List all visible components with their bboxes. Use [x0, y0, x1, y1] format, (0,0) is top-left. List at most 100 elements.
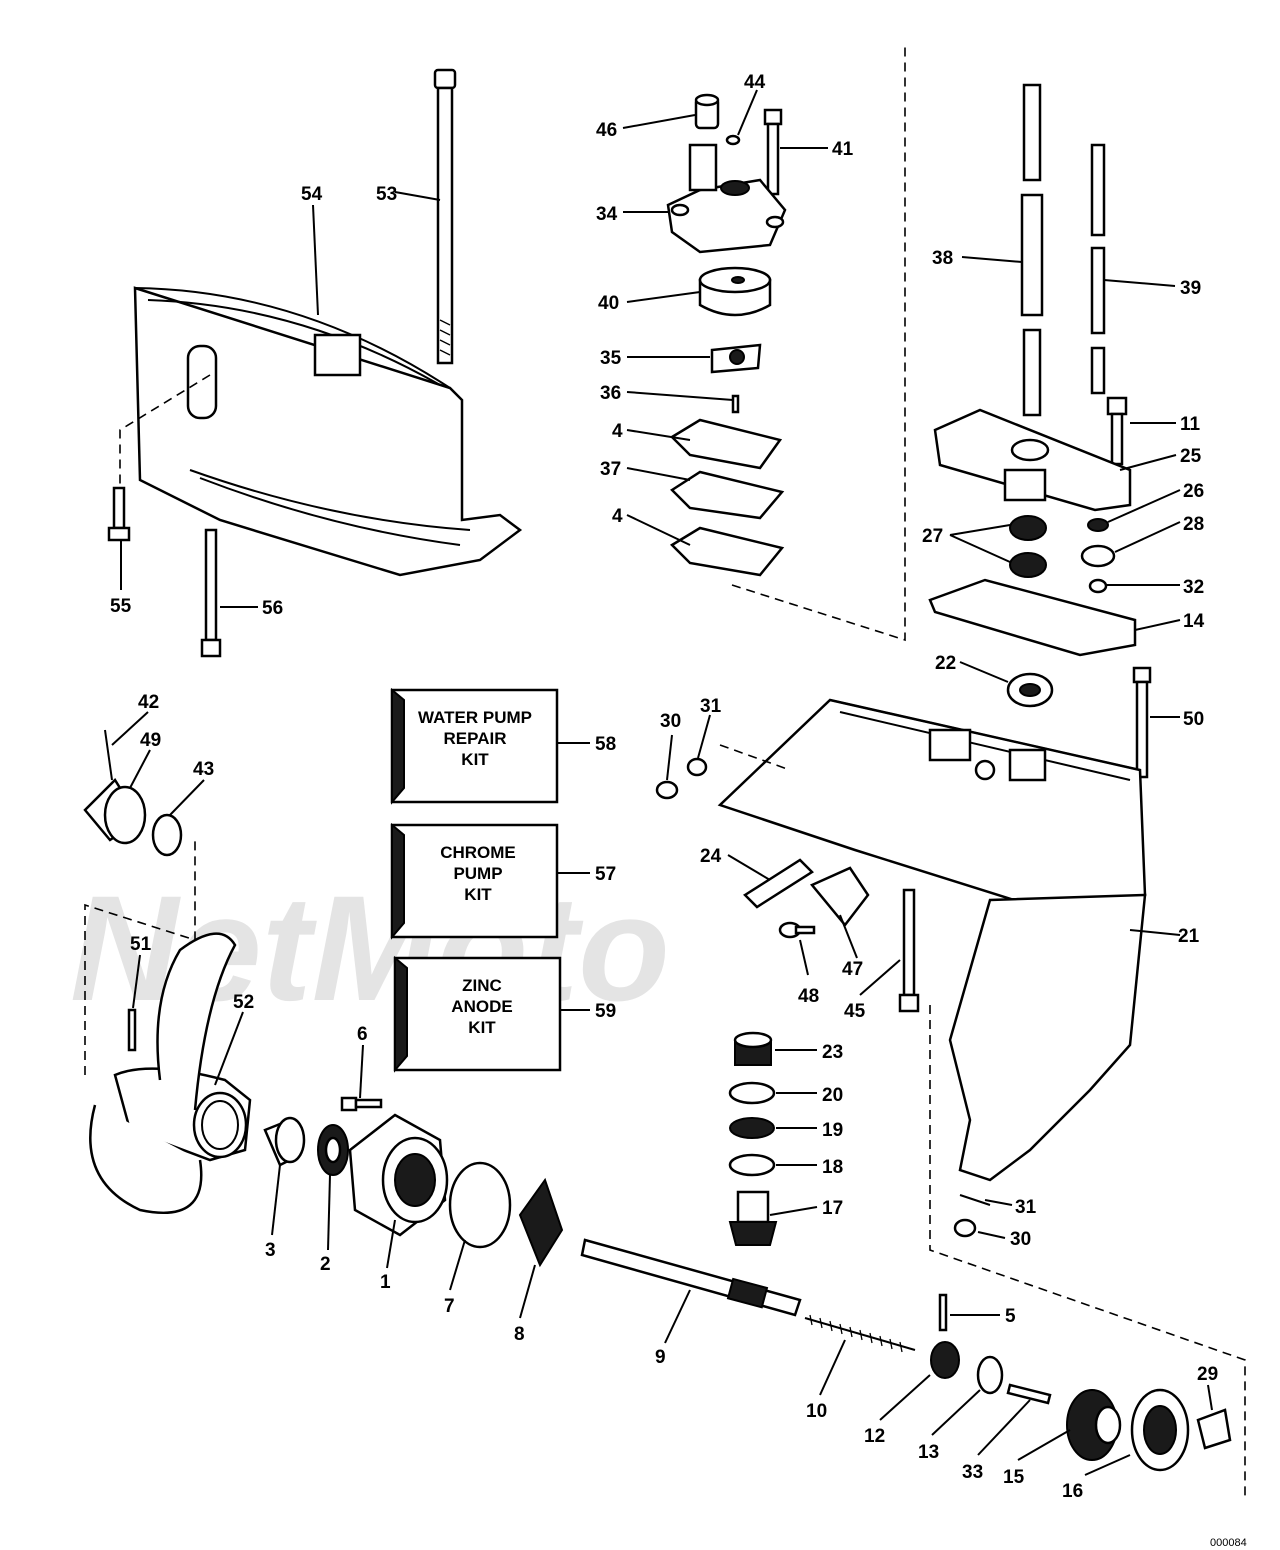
part-21-gearcase	[717, 698, 1147, 1182]
label-49: 49	[140, 730, 161, 751]
label-58: 58	[595, 734, 616, 755]
kit-57-box: CHROME PUMP KIT	[390, 822, 590, 940]
label-4b: 4	[612, 506, 623, 527]
label-41: 41	[832, 139, 854, 160]
label-31b: 31	[1015, 1197, 1037, 1218]
part-14-gasket	[928, 578, 1137, 657]
label-21: 21	[1178, 926, 1200, 947]
label-52: 52	[233, 992, 254, 1013]
callout-labels: 53 54 55 56 44 46 41 34 40 35 36 4 37 4 …	[110, 72, 1218, 1502]
part-44-grommet	[725, 134, 741, 146]
part-35-impeller	[710, 343, 762, 374]
label-38: 38	[932, 248, 953, 269]
part-5-pin	[938, 1293, 948, 1332]
part-3-thrust-hub	[263, 1116, 306, 1167]
part-46-liner	[694, 93, 720, 130]
kit-58-box: WATER PUMP REPAIR KIT	[390, 687, 590, 805]
part-2-seal	[317, 1124, 349, 1176]
label-26: 26	[1183, 481, 1204, 502]
label-16: 16	[1062, 1481, 1083, 1502]
label-8: 8	[514, 1324, 525, 1345]
label-37: 37	[600, 459, 621, 480]
label-10: 10	[806, 1401, 827, 1422]
part-43-washer	[151, 813, 183, 857]
label-19: 19	[822, 1120, 843, 1141]
part-10-spring	[804, 1314, 916, 1353]
svg-text:KIT: KIT	[461, 750, 489, 769]
label-22: 22	[935, 653, 956, 674]
part-39-strips	[1090, 143, 1106, 395]
label-57: 57	[595, 864, 616, 885]
label-7: 7	[444, 1296, 455, 1317]
label-40: 40	[598, 293, 619, 314]
part-32-nut	[1088, 578, 1108, 594]
label-30b: 30	[1010, 1229, 1031, 1250]
label-46: 46	[596, 120, 617, 141]
svg-text:PUMP: PUMP	[453, 864, 502, 883]
part-4a-gasket	[669, 418, 783, 470]
part-53-stud	[433, 68, 457, 365]
part-34-pump-housing	[666, 143, 787, 254]
part-45-stud	[898, 888, 920, 1013]
part-30-screw-b	[953, 1218, 977, 1238]
part-19-bearing	[729, 1117, 775, 1139]
label-14: 14	[1183, 611, 1205, 632]
label-9: 9	[655, 1347, 666, 1368]
label-2: 2	[320, 1254, 331, 1275]
label-51: 51	[130, 934, 152, 955]
part-56-stud	[200, 528, 222, 658]
label-48: 48	[798, 986, 819, 1007]
part-41-screw	[763, 108, 783, 196]
part-8-gear	[518, 1177, 564, 1268]
part-22-seal	[1006, 672, 1054, 708]
part-47-clip	[809, 866, 870, 928]
leader-lines	[111, 89, 1213, 1476]
label-13: 13	[918, 1442, 939, 1463]
part-7-o-ring	[448, 1161, 512, 1249]
part-16-bearing	[1130, 1388, 1190, 1472]
label-59: 59	[595, 1001, 616, 1022]
part-29-block	[1196, 1408, 1232, 1450]
label-30a: 30	[660, 711, 681, 732]
part-52-propeller	[89, 932, 252, 1215]
part-24-screen	[743, 858, 814, 909]
svg-text:KIT: KIT	[468, 1018, 496, 1037]
part-17-pinion	[728, 1190, 778, 1246]
kit-59-box: ZINC ANODE KIT	[393, 955, 590, 1073]
label-25: 25	[1180, 446, 1202, 467]
part-42-pin	[104, 729, 113, 781]
label-32: 32	[1183, 577, 1204, 598]
label-18: 18	[822, 1157, 843, 1178]
label-33: 33	[962, 1462, 983, 1483]
label-17: 17	[822, 1198, 843, 1219]
label-44: 44	[744, 72, 766, 93]
svg-text:ZINC: ZINC	[462, 976, 502, 995]
label-12: 12	[864, 1426, 885, 1447]
part-4b-gasket	[669, 526, 785, 577]
part-23-bearing	[733, 1031, 773, 1066]
part-6-screw	[340, 1096, 383, 1112]
label-11: 11	[1180, 414, 1201, 435]
part-11-screw	[1106, 396, 1128, 466]
label-45: 45	[844, 1001, 866, 1022]
svg-text:REPAIR: REPAIR	[444, 729, 507, 748]
label-39: 39	[1180, 278, 1201, 299]
part-30-screw-a	[655, 780, 679, 800]
part-9-propshaft	[580, 1238, 802, 1317]
part-27-bearings	[1009, 515, 1047, 578]
part-31-washer-a	[686, 757, 708, 777]
svg-text:CHROME: CHROME	[440, 843, 516, 862]
part-37-plate	[670, 470, 785, 520]
part-38-driveshaft	[1020, 83, 1044, 417]
label-15: 15	[1003, 1467, 1025, 1488]
label-6: 6	[357, 1024, 368, 1045]
part-49-nut	[83, 778, 147, 845]
label-43: 43	[193, 759, 214, 780]
label-35: 35	[600, 348, 622, 369]
label-23: 23	[822, 1042, 843, 1063]
part-12-clutch	[930, 1341, 960, 1379]
label-24: 24	[700, 846, 722, 867]
part-55-screw	[107, 486, 131, 542]
label-4a: 4	[612, 421, 623, 442]
